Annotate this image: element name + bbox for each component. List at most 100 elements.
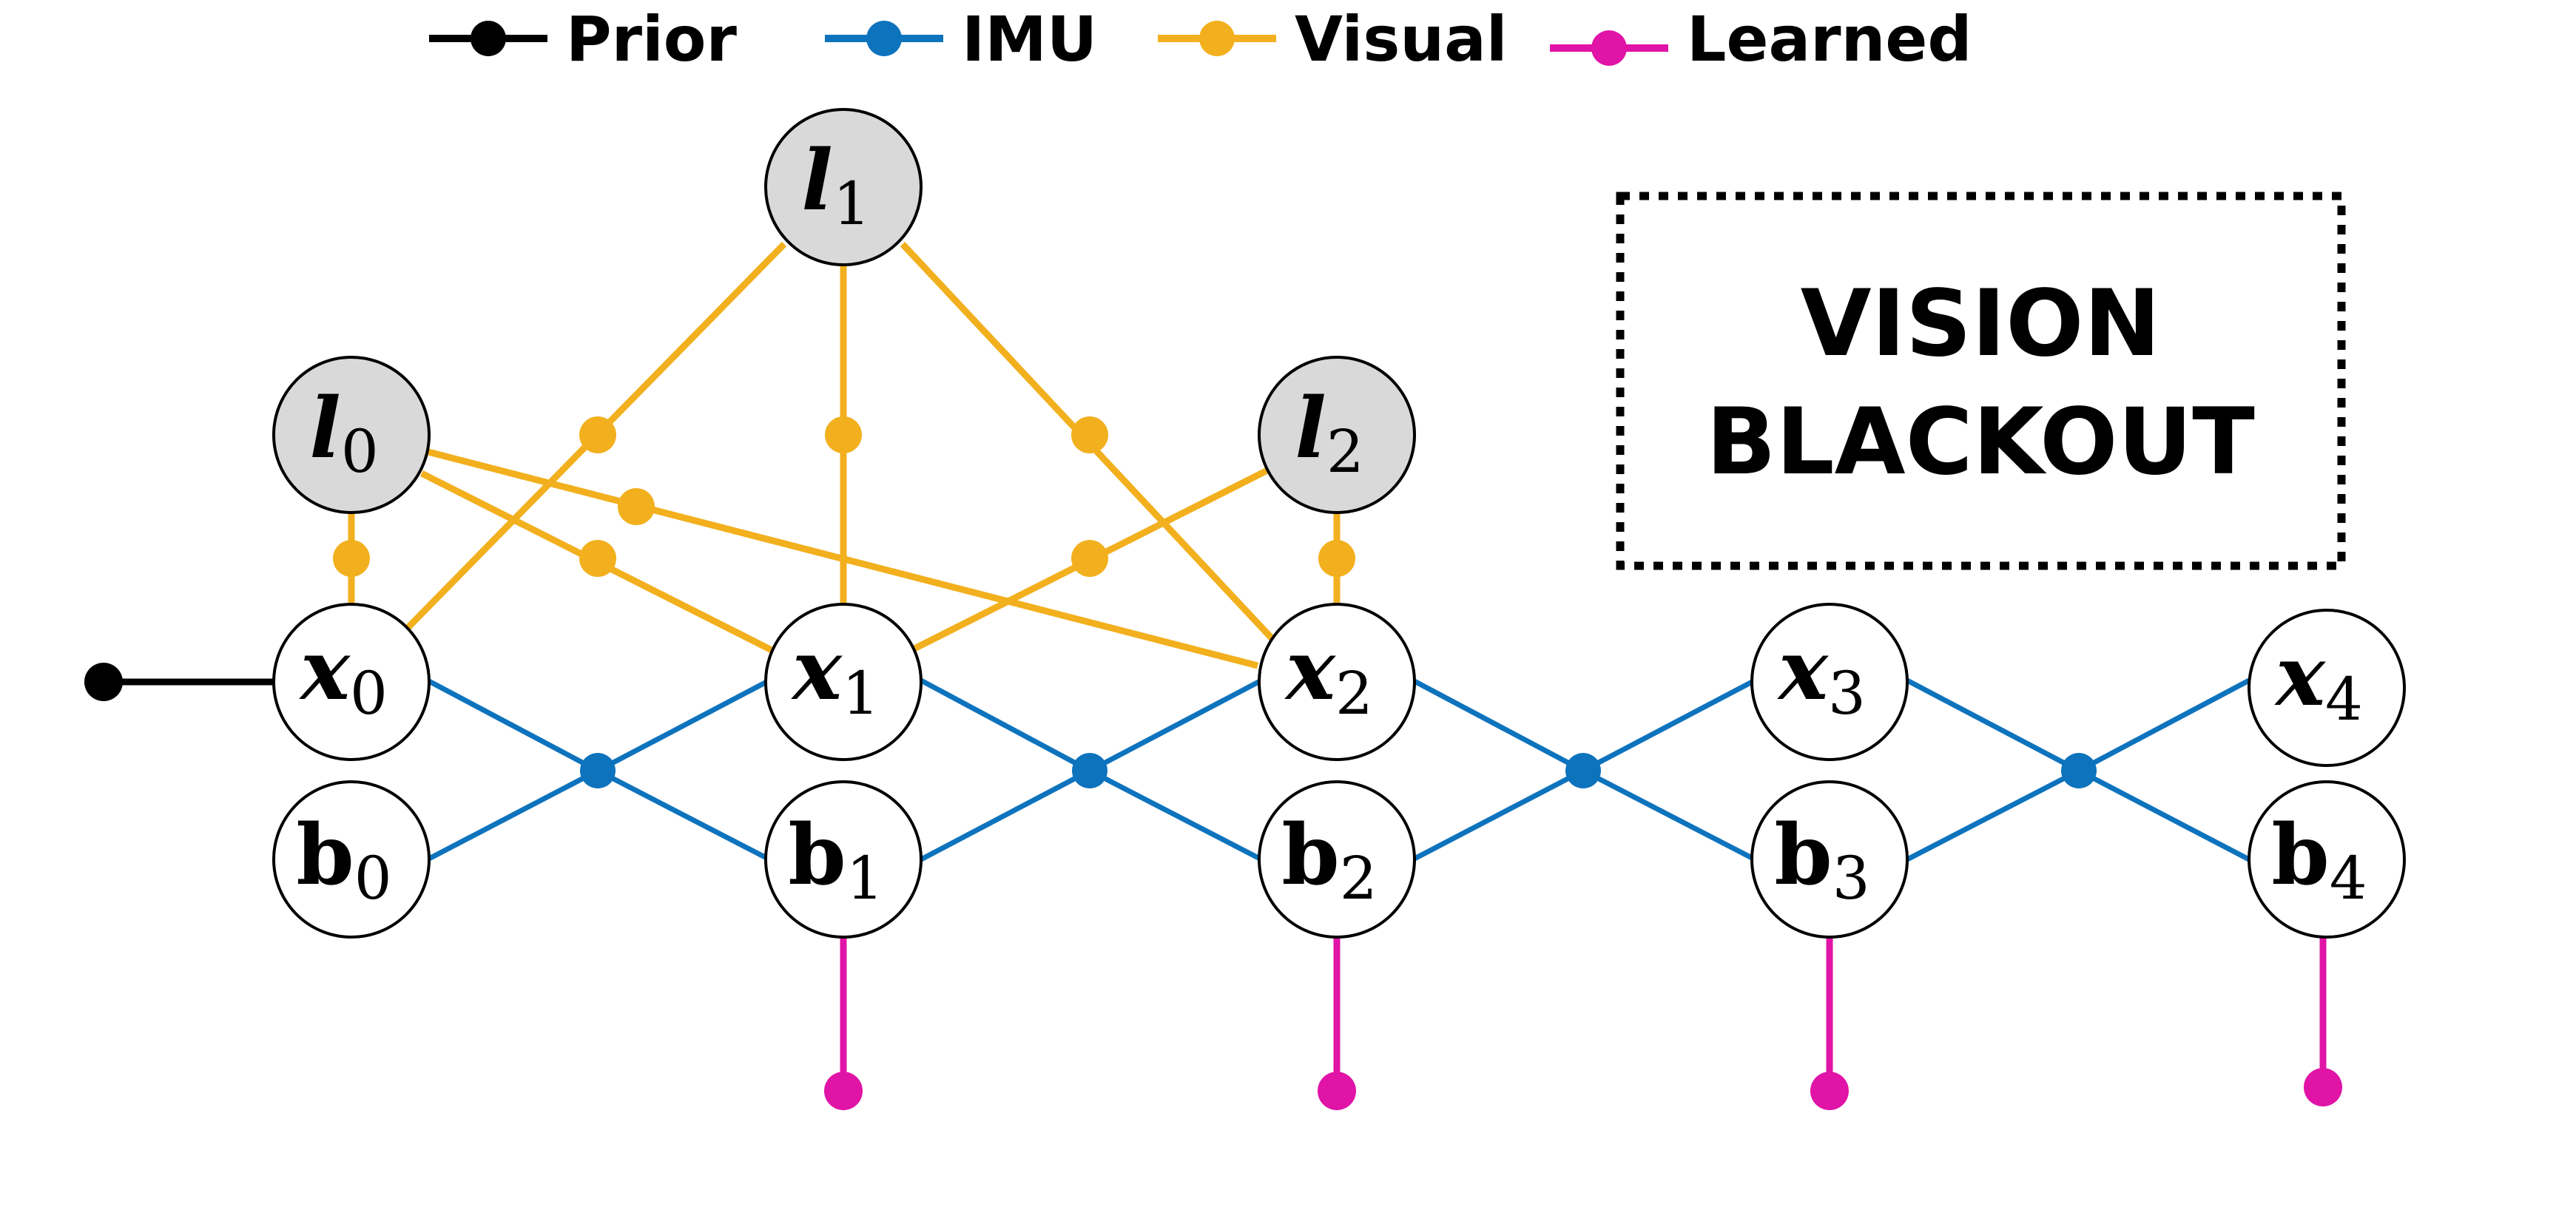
bias-b4-label: b4 <box>2271 807 2367 913</box>
visual-factor-l0-x0 <box>333 540 370 577</box>
imu-edge <box>596 768 771 862</box>
imu-factor-01 <box>580 753 616 788</box>
bias-nodes: b0 b1 b2 b3 b4 <box>272 780 2406 939</box>
state-nodes: x0 x1 x2 x3 x4 <box>272 603 2406 767</box>
state-node-x2: x2 <box>1258 603 1416 761</box>
bias-b4-sub: 4 <box>2330 844 2367 913</box>
bias-b1-circle <box>764 780 923 939</box>
bias-b0-sym: b <box>296 807 354 904</box>
learned-factor-b2 <box>1318 1072 1356 1110</box>
prior-factor <box>84 663 275 701</box>
state-x3-sub: 3 <box>1828 659 1866 728</box>
imu-factor-23 <box>1565 753 1601 788</box>
imu-edge <box>1088 677 1263 774</box>
state-x4-circle <box>2248 609 2406 767</box>
bias-b3-label: b3 <box>1774 807 1869 913</box>
blackout-border <box>1616 192 2346 570</box>
learned-factor-b1 <box>824 1072 863 1110</box>
legend-learned-dot <box>1591 30 1627 66</box>
legend-visual-label: Visual <box>1295 3 1508 75</box>
state-x1-sub: 1 <box>842 659 880 728</box>
imu-edge <box>426 677 599 774</box>
visual-factor-edges <box>348 241 1341 669</box>
visual-edge-l0-x2 <box>424 447 1259 669</box>
visual-factor-l0-x2 <box>618 488 655 525</box>
landmark-l2-sub: 2 <box>1326 417 1364 486</box>
state-x3-label: x3 <box>1777 622 1866 728</box>
landmark-l0-label: l0 <box>309 380 378 486</box>
state-node-x3: x3 <box>1750 603 1909 761</box>
imu-factor-nodes <box>580 753 2097 788</box>
legend-learned-label: Learned <box>1687 3 1972 75</box>
learned-factor-edges <box>840 938 2327 1091</box>
legend: Prior IMU Visual Learned <box>429 3 1972 75</box>
state-x2-sym: x <box>1284 622 1336 719</box>
bias-b2-circle <box>1258 780 1416 939</box>
imu-factor-34 <box>2061 753 2097 788</box>
legend-imu-label: IMU <box>962 3 1097 75</box>
visual-factor-nodes <box>333 416 1355 577</box>
state-x0-sub: 0 <box>350 659 388 728</box>
landmark-node-l0: l0 <box>272 356 431 514</box>
state-node-x1: x1 <box>764 603 923 761</box>
legend-visual: Visual <box>1158 3 1508 75</box>
visual-factor-l1-x2 <box>1071 416 1108 453</box>
landmark-l2-sym: l <box>1295 380 1326 477</box>
state-x3-circle <box>1750 603 1909 761</box>
landmark-l2-label: l2 <box>1295 380 1363 486</box>
imu-edge <box>920 768 1091 862</box>
landmark-nodes: l0 l1 l2 <box>272 108 1416 514</box>
imu-edge <box>1412 677 1585 774</box>
bias-b1-sub: 1 <box>846 844 884 913</box>
state-x3-sym: x <box>1777 622 1829 719</box>
imu-edge <box>2077 768 2250 862</box>
learned-factor-b3 <box>1810 1072 1849 1110</box>
imu-edge <box>2077 677 2250 774</box>
imu-edge <box>1088 768 1263 862</box>
imu-edge <box>596 677 771 774</box>
bias-b3-sub: 3 <box>1832 844 1870 913</box>
bias-node-b1: b1 <box>764 780 923 939</box>
state-x2-circle <box>1258 603 1416 761</box>
bias-b2-sub: 2 <box>1340 844 1378 913</box>
legend-learned: Learned <box>1550 3 1972 75</box>
state-x4-sub: 4 <box>2325 665 2363 734</box>
imu-factor-12 <box>1072 753 1107 788</box>
bias-b0-circle <box>272 780 431 939</box>
bias-b3-sym: b <box>1774 807 1832 904</box>
visual-factor-l1-x0 <box>579 416 616 453</box>
landmark-l2-circle <box>1258 356 1416 514</box>
landmark-l1-sub: 1 <box>833 169 871 238</box>
bias-b2-label: b2 <box>1281 807 1377 913</box>
bias-b0-label: b0 <box>296 807 391 913</box>
imu-edge <box>1412 768 1585 862</box>
landmark-l0-sub: 0 <box>341 417 379 486</box>
blackout-line-1: VISION <box>1801 271 2161 377</box>
visual-factor-l0-x1 <box>579 540 616 577</box>
state-x1-label: x1 <box>791 622 880 728</box>
vision-blackout-box: VISION BLACKOUT <box>1616 192 2346 570</box>
blackout-line-2: BLACKOUT <box>1706 389 2255 496</box>
imu-edge <box>1582 677 1756 774</box>
state-x0-label: x0 <box>299 622 388 728</box>
imu-factor-edges <box>426 677 2250 862</box>
imu-edge <box>1906 768 2080 862</box>
imu-edge <box>426 768 599 862</box>
bias-b0-sub: 0 <box>354 844 392 913</box>
landmark-l1-sym: l <box>801 132 833 229</box>
bias-b4-sym: b <box>2271 807 2329 904</box>
learned-factor-b4 <box>2304 1068 2342 1106</box>
legend-imu-dot <box>866 21 902 56</box>
visual-factor-l2-x1 <box>1071 540 1108 577</box>
imu-edge <box>1906 677 2080 774</box>
state-node-x0: x0 <box>272 603 431 761</box>
bias-b1-sym: b <box>788 807 846 904</box>
bias-node-b3: b3 <box>1750 780 1909 939</box>
legend-visual-dot <box>1199 21 1235 56</box>
legend-prior-label: Prior <box>566 3 737 75</box>
state-node-x4: x4 <box>2248 609 2406 767</box>
visual-factor-l2-x2 <box>1318 540 1355 577</box>
state-x1-circle <box>764 603 923 761</box>
